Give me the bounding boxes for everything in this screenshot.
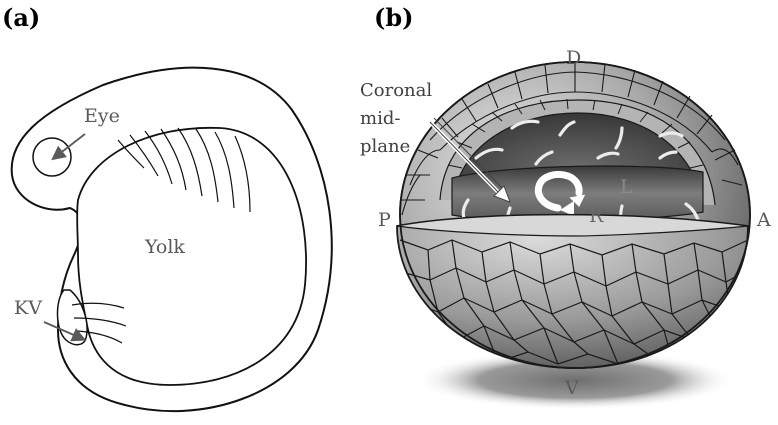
panel-b-label: (b): [374, 3, 414, 32]
eye-circle: [32, 137, 72, 177]
plane-pointer-arrow: [428, 117, 511, 203]
lower-rim: [396, 214, 749, 237]
panel-a: (a) Eye Yolk KV: [2, 3, 333, 413]
axis-v-label: V: [564, 377, 579, 399]
axis-p-label: P: [378, 209, 391, 231]
axis-r-label: R: [589, 205, 604, 227]
rim-cells: [447, 98, 704, 169]
sphere-shadow: [415, 350, 735, 410]
lower-hemisphere: [396, 213, 749, 369]
kv-label: KV: [14, 297, 42, 319]
plane-label-line3: plane: [360, 136, 410, 157]
yolk-outline: [76, 126, 307, 386]
somite-lines: [117, 127, 251, 213]
yolk-label: Yolk: [144, 236, 185, 258]
rotation-arrow-icon: [534, 170, 586, 216]
upper-cell-mesh: [400, 62, 743, 216]
plane-label-line2: mid-: [360, 108, 400, 129]
kv-arrow: [43, 321, 87, 342]
axis-a-label: A: [756, 209, 771, 231]
panel-b: (b): [360, 3, 771, 410]
eye-label: Eye: [84, 105, 120, 127]
axis-l-label: L: [620, 176, 633, 198]
eye-arrow: [51, 133, 86, 161]
plane-label-line1: Coronal: [360, 80, 432, 101]
axis-d-label: D: [566, 47, 581, 69]
sphere-outline: [399, 61, 751, 369]
panel-a-label: (a): [2, 3, 40, 32]
